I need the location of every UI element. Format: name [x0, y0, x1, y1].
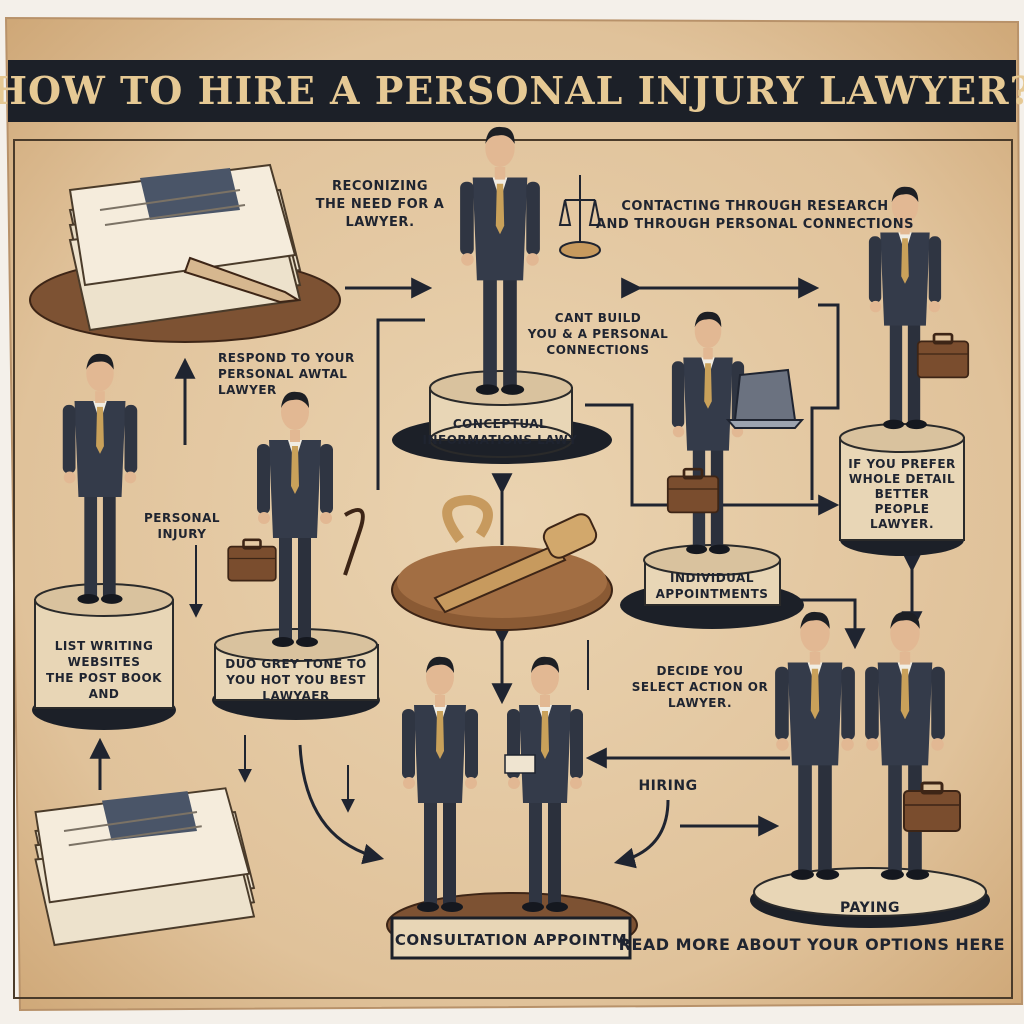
briefcase-icon: [916, 332, 970, 379]
rope-icon: [343, 508, 365, 576]
label-line: RECONIZING: [332, 179, 428, 194]
read-more-link[interactable]: READ MORE ABOUT YOUR OPTIONS HERE: [619, 935, 1005, 954]
briefcase-icon-4: [902, 781, 962, 833]
label-decide: DECIDE YOU SELECT ACTION OR LAWYER.: [632, 664, 768, 710]
pen-icon: [183, 256, 302, 304]
arrow-right-loop: [810, 303, 840, 500]
label-line: INDIVIDUAL: [670, 571, 754, 585]
label-mid-left-pedestal: DUO GREY TONE TO YOU HOT YOU BEST LAWYAER: [225, 657, 367, 703]
briefcase-icon-2: [226, 538, 278, 582]
stack-of-documents-bottom: [34, 787, 255, 946]
label-line: PAYING: [840, 900, 900, 916]
label-line: LIST WRITING: [55, 639, 154, 653]
pedestal-conceptual: [392, 370, 612, 464]
label-paying: PAYING: [840, 900, 900, 916]
pedestal-appointments: [620, 544, 804, 629]
pedestal-paying: [750, 867, 990, 928]
label-line: INJURY: [158, 527, 207, 541]
gavel-icon: [391, 494, 613, 631]
pedestal-prefer: [839, 423, 965, 556]
arrow-appointments-down: [790, 598, 866, 650]
label-appointments-pedestal: INDIVIDUAL APPOINTMENTS: [656, 571, 769, 601]
laptop-icon: [725, 368, 805, 429]
label-line: CONCEPTUAL: [453, 417, 547, 431]
label-line: LAWYER.: [870, 517, 934, 531]
pedestal-grey-tone: [212, 628, 380, 720]
pedestal-list: [32, 583, 176, 730]
label-line: YOU & A PERSONAL: [527, 327, 669, 341]
arrow-respond-to-recognize: [376, 318, 425, 490]
label-line: CANT BUILD: [555, 311, 641, 325]
label-line: RESPOND TO YOUR: [218, 351, 355, 365]
label-line: AND THROUGH PERSONAL CONNECTIONS: [596, 217, 914, 232]
label-hiring: HIRING: [638, 778, 697, 794]
label-line: PEOPLE: [875, 502, 930, 516]
label-line: LAWYER.: [345, 215, 414, 230]
title-banner: [8, 60, 1016, 122]
label-line: APPOINTMENTS: [656, 587, 769, 601]
page-title: HOW TO HIRE A PERSONAL INJURY LAWYER?: [0, 68, 1024, 113]
label-research: CONTACTING THROUGH RESEARCH AND THROUGH P…: [596, 199, 914, 232]
briefcase-icon-3: [666, 467, 720, 514]
label-line: DUO GREY TONE TO: [225, 657, 366, 671]
label-line: IF YOU PREFER: [848, 457, 956, 471]
label-line: WHOLE DETAIL: [849, 472, 955, 486]
label-personal-injury: PERSONAL INJURY: [144, 511, 220, 541]
label-line: CONTACTING THROUGH RESEARCH: [621, 199, 888, 214]
label-conceptual-pedestal: CONCEPTUAL INFORMATIONS LAWY: [423, 417, 578, 447]
label-consultation: CONSULTATION APPOINTM: [395, 931, 627, 949]
label-respond: RESPOND TO YOUR PERSONAL AWTAL LAWYER: [218, 351, 355, 397]
label-line: AND: [89, 687, 120, 701]
label-line: DECIDE YOU: [657, 664, 744, 678]
label-line: HIRING: [638, 778, 697, 794]
label-left-pedestal: LIST WRITING WEBSITES THE POST BOOK AND: [46, 639, 162, 701]
scales-icon: [558, 175, 602, 259]
step-labels: RECONIZING THE NEED FOR A LAWYER. CONTACTIN…: [46, 179, 956, 949]
label-line: BETTER: [875, 487, 929, 501]
label-line: PERSONAL AWTAL: [218, 367, 347, 381]
label-line: THE POST BOOK: [46, 671, 162, 685]
stack-of-documents-top: [29, 164, 341, 343]
arrow-curve-to-consult: [298, 744, 385, 865]
label-line: INFORMATIONS LAWY: [423, 433, 578, 447]
label-line: LAWYER: [218, 383, 277, 397]
label-line: PERSONAL: [144, 511, 220, 525]
arrow-hiring-curve: [613, 799, 670, 869]
label-recognizing: RECONIZING THE NEED FOR A LAWYER.: [316, 179, 445, 230]
label-line: CONNECTIONS: [546, 343, 649, 357]
label-connections: CANT BUILD YOU & A PERSONAL CONNECTIONS: [527, 311, 669, 357]
label-line: THE NEED FOR A: [316, 197, 445, 212]
label-line: LAWYAER: [262, 689, 329, 703]
arrow-conceptual-to-prefer: [585, 403, 840, 516]
label-line: CONSULTATION APPOINTM: [395, 931, 627, 949]
label-line: SELECT ACTION OR: [632, 680, 768, 694]
flow-arrows: [89, 277, 923, 869]
label-line: YOU HOT YOU BEST: [225, 673, 366, 687]
label-line: WEBSITES: [68, 655, 141, 669]
document-icon: [504, 754, 536, 774]
label-line: LAWYER.: [668, 696, 732, 710]
